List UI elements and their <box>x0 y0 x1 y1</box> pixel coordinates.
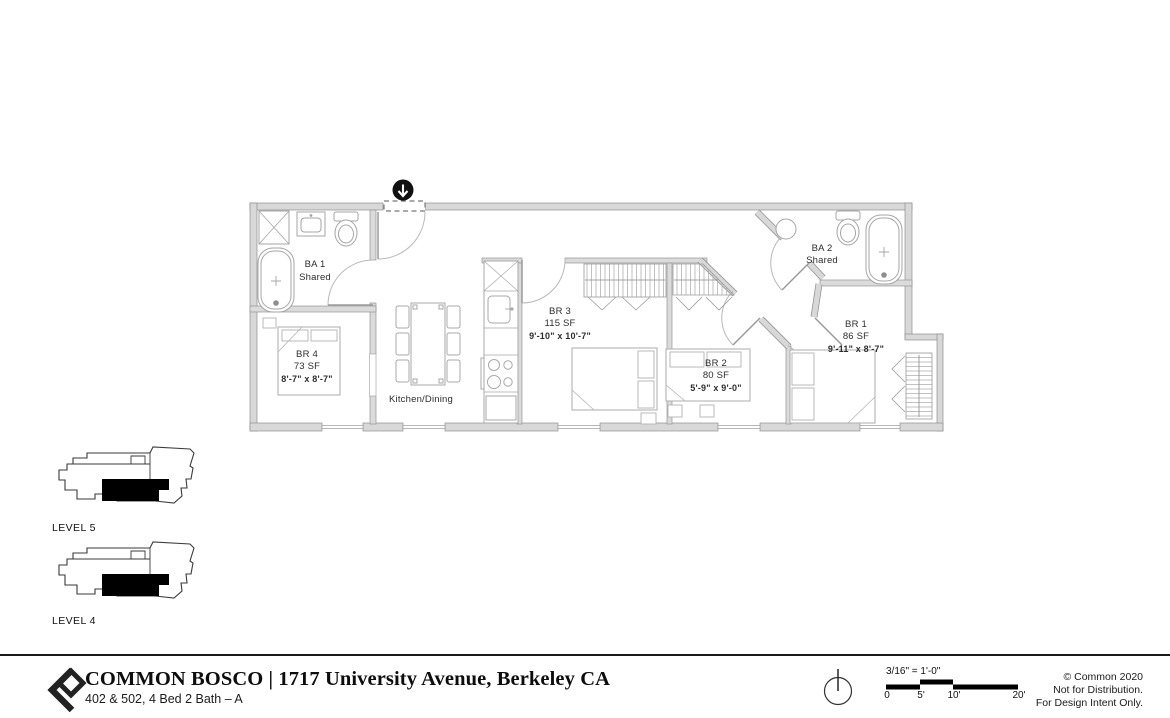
scale-bar: 3/16" = 1'-0" 0 5' 10' 20' <box>884 666 1034 706</box>
entry-arrow-icon <box>392 179 414 201</box>
floor-plan: BA 1 Shared BR 4 73 SF 8'-7" x 8'-7" Kit… <box>249 179 944 432</box>
common-logo <box>47 667 87 713</box>
sheet-title: COMMON BOSCO | 1717 University Avenue, B… <box>85 668 611 690</box>
furniture <box>262 263 933 425</box>
br1-name: BR 1 <box>845 319 867 330</box>
nightstand <box>640 412 657 425</box>
scale-tick-5: 5' <box>917 690 925 701</box>
level-5-label: LEVEL 5 <box>52 522 96 534</box>
br3-area: 115 SF <box>544 318 575 329</box>
scale-label: 3/16" = 1'-0" <box>886 666 941 677</box>
ba2-type: Shared <box>806 255 838 266</box>
level-4-label: LEVEL 4 <box>52 615 96 627</box>
bed-br3 <box>571 347 658 425</box>
toilet-2 <box>835 210 861 246</box>
closet-br2 <box>672 263 735 311</box>
scale-tick-20: 20' <box>1012 690 1026 701</box>
bed-br2 <box>665 348 751 418</box>
bathtub-1 <box>257 247 295 313</box>
sheet-subtitle: 402 & 502, 4 Bed 2 Bath – A <box>85 692 243 706</box>
ba1-type: Shared <box>299 272 331 283</box>
diagonal-walls <box>697 209 826 350</box>
scale-bar-graphic <box>886 679 1018 690</box>
closet-br1 <box>891 352 933 420</box>
kitchen-counter <box>480 260 519 424</box>
br2-area: 80 SF <box>703 370 729 381</box>
closet-br3 <box>583 263 667 311</box>
copyright-line-3: For Design Intent Only. <box>1035 697 1143 709</box>
key-plan-level-5 <box>58 446 195 504</box>
copyright-block: © Common 2020 Not for Distribution. For … <box>1036 671 1143 710</box>
kitchen-dining <box>395 260 519 424</box>
sink-1 <box>296 211 326 237</box>
bathtub-2 <box>865 214 903 285</box>
room-labels: BA 1 Shared BR 4 73 SF 8'-7" x 8'-7" Kit… <box>281 243 884 405</box>
ba1-name: BA 1 <box>305 259 326 270</box>
scale-tick-10: 10' <box>947 690 961 701</box>
br2-dims: 5'-9" x 9'-0" <box>690 383 741 393</box>
br1-area: 86 SF <box>843 331 869 342</box>
bed-br4 <box>262 317 341 396</box>
key-plans: LEVEL 5 LEVEL 4 <box>52 446 195 627</box>
floor-plan-sheet: BA 1 Shared BR 4 73 SF 8'-7" x 8'-7" Kit… <box>52 179 944 627</box>
key-plan-level-4 <box>58 541 195 599</box>
nightstand <box>699 404 715 418</box>
br4-name: BR 4 <box>296 349 318 360</box>
base-cabinet <box>485 395 517 421</box>
copyright-line-1: © Common 2020 <box>1063 671 1143 683</box>
doors <box>327 211 843 397</box>
north-arrow-icon <box>823 669 853 706</box>
toilet-1 <box>333 211 359 247</box>
entry-marker <box>383 179 426 212</box>
shaft <box>258 210 290 245</box>
bathroom-1 <box>257 210 359 313</box>
sink-2 <box>775 218 797 240</box>
kitchen-sink <box>487 295 514 324</box>
entry-opening <box>383 200 426 212</box>
scale-tick-0: 0 <box>884 690 890 701</box>
br4-area: 73 SF <box>294 361 320 372</box>
stove <box>480 357 513 390</box>
br2-name: BR 2 <box>705 358 727 369</box>
bathroom-2 <box>775 210 903 285</box>
br1-dims: 9'-11" x 8'-7" <box>828 344 884 354</box>
dining-chairs <box>395 305 461 383</box>
windows <box>321 425 901 429</box>
pocket-door-br4 <box>369 353 377 397</box>
footer-divider <box>0 654 1170 656</box>
nightstand <box>262 317 277 329</box>
br3-dims: 9'-10" x 10'-7" <box>529 331 591 341</box>
kitchen-name: Kitchen/Dining <box>389 394 453 405</box>
br4-dims: 8'-7" x 8'-7" <box>281 374 332 384</box>
nightstand <box>667 404 683 418</box>
br3-name: BR 3 <box>549 306 571 317</box>
copyright-line-2: Not for Distribution. <box>1053 684 1143 696</box>
ba2-name: BA 2 <box>812 243 833 254</box>
bed-br1 <box>789 349 876 424</box>
dining-table <box>395 302 461 386</box>
title-block: COMMON BOSCO | 1717 University Avenue, B… <box>85 668 610 707</box>
